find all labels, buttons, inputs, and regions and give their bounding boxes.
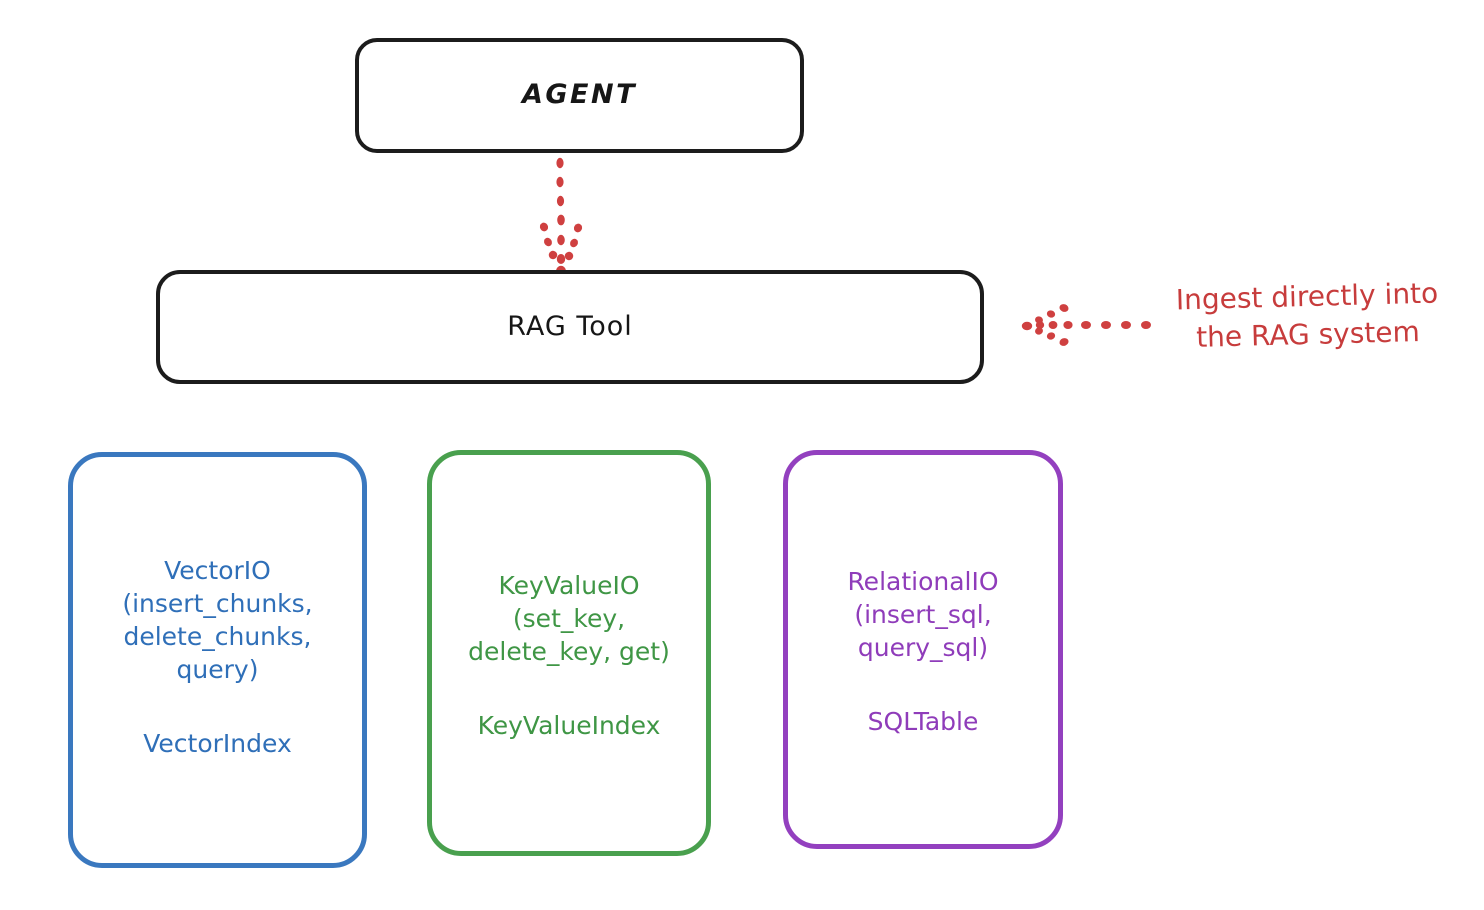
key-value-io-node[interactable]: KeyValueIO (set_key, delete_key, get) Ke… — [427, 450, 711, 856]
agent-node[interactable]: AGENT — [355, 38, 804, 153]
vector-io-api-label: VectorIO (insert_chunks, delete_chunks, … — [122, 556, 313, 684]
agent-node-label: AGENT — [521, 79, 637, 111]
agent-to-rag-arrow-icon — [539, 157, 583, 277]
relational-io-node[interactable]: RelationalIO (insert_sql, query_sql) SQL… — [783, 450, 1063, 849]
rag-tool-node[interactable]: RAG Tool — [156, 270, 984, 384]
ingest-annotation-text: Ingest directly into the RAG system — [1175, 276, 1439, 354]
sql-table-label: SQLTable — [867, 707, 979, 736]
relational-io-api-label: RelationalIO (insert_sql, query_sql) — [847, 567, 999, 662]
vector-index-label: VectorIndex — [143, 729, 292, 758]
key-value-io-api-label: KeyValueIO (set_key, delete_key, get) — [468, 570, 670, 666]
vector-io-node[interactable]: VectorIO (insert_chunks, delete_chunks, … — [68, 452, 367, 868]
rag-tool-node-label: RAG Tool — [507, 310, 633, 342]
ingest-arrow-icon — [1021, 304, 1151, 346]
key-value-index-label: KeyValueIndex — [477, 710, 661, 740]
